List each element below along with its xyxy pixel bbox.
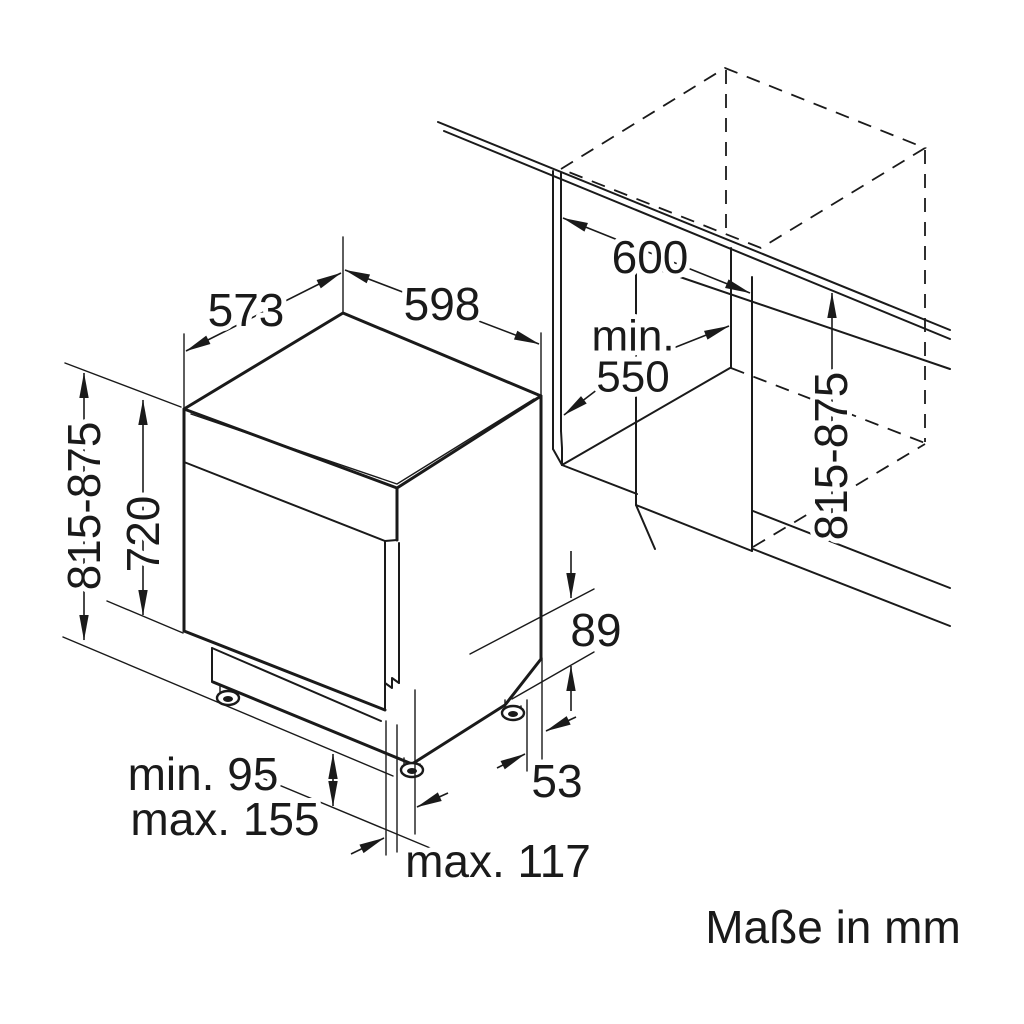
dim-foot-depth-right-arrow <box>416 792 449 808</box>
niche-floor-left-edge <box>561 367 731 466</box>
adjustable-feet <box>215 684 526 779</box>
panel-bottom-inner-edge <box>635 504 656 550</box>
base-bottom-extension <box>511 651 595 700</box>
label-foot-inset: 53 <box>531 755 582 807</box>
label-plinth-max: max. 155 <box>130 793 319 845</box>
label-top-width: 598 <box>404 278 481 330</box>
floor-line-max <box>249 772 436 851</box>
top-left-extension <box>64 362 182 408</box>
cabinet-side-panel <box>635 261 753 552</box>
worktop-front-edge <box>443 130 951 340</box>
corner-notch <box>384 677 400 689</box>
door-bottom-extension <box>106 600 184 634</box>
worktop-and-wall <box>437 121 951 627</box>
label-top-depth: 573 <box>208 284 285 336</box>
dim-top-depth <box>185 272 342 352</box>
niche-top-face <box>558 66 928 250</box>
top-face-inner-rim <box>190 398 535 485</box>
door-bottom-edge <box>182 629 387 712</box>
floor-strip-bottom <box>752 548 951 627</box>
niche-wall-foot-right <box>560 430 563 466</box>
top-face <box>182 311 543 490</box>
niche-floor-front-edge <box>561 464 638 495</box>
label-niche-depth: 600 <box>612 231 689 283</box>
dim-top-width <box>344 269 540 345</box>
label-plinth-min: min. 95 <box>128 748 279 800</box>
label-height-right: 815-875 <box>805 372 857 541</box>
dim-niche-width-right-arrow <box>670 325 730 350</box>
floor-strip-top <box>752 510 951 589</box>
units-note: Maße in mm <box>705 901 961 953</box>
dimension-lines <box>79 217 837 855</box>
label-niche-width-value: 550 <box>596 353 669 402</box>
dimension-labels: 573 598 600 min. 550 815-875 720 min. 95… <box>53 226 961 953</box>
extension-lines <box>62 236 595 856</box>
dim-foot-inset-left-arrow <box>496 753 526 770</box>
label-height-left: 815-875 <box>58 422 110 591</box>
plinth-bottom-edge <box>211 680 414 766</box>
label-front-height: 720 <box>117 496 169 573</box>
niche-outline-dashed <box>558 66 928 548</box>
label-foot-depth: max. 117 <box>405 835 591 887</box>
dim-niche-depth <box>562 217 751 294</box>
plinth-top-edge <box>211 647 382 722</box>
dishwasher-body <box>182 311 543 766</box>
dim-foot-depth-left-arrow <box>350 837 385 855</box>
dim-niche-width-left-arrow <box>563 388 599 416</box>
niche-floor-right-edge <box>752 443 926 548</box>
dim-foot-inset-right-arrow <box>545 716 577 732</box>
base-top-extension <box>469 588 595 655</box>
niche-wall-foot-left <box>552 448 563 466</box>
panel-bottom-edge <box>635 504 753 552</box>
label-base-height: 89 <box>570 604 621 656</box>
floor-line-min <box>62 636 394 777</box>
label-niche-width-min: min. <box>591 312 674 361</box>
worktop-top-edge <box>437 121 951 331</box>
